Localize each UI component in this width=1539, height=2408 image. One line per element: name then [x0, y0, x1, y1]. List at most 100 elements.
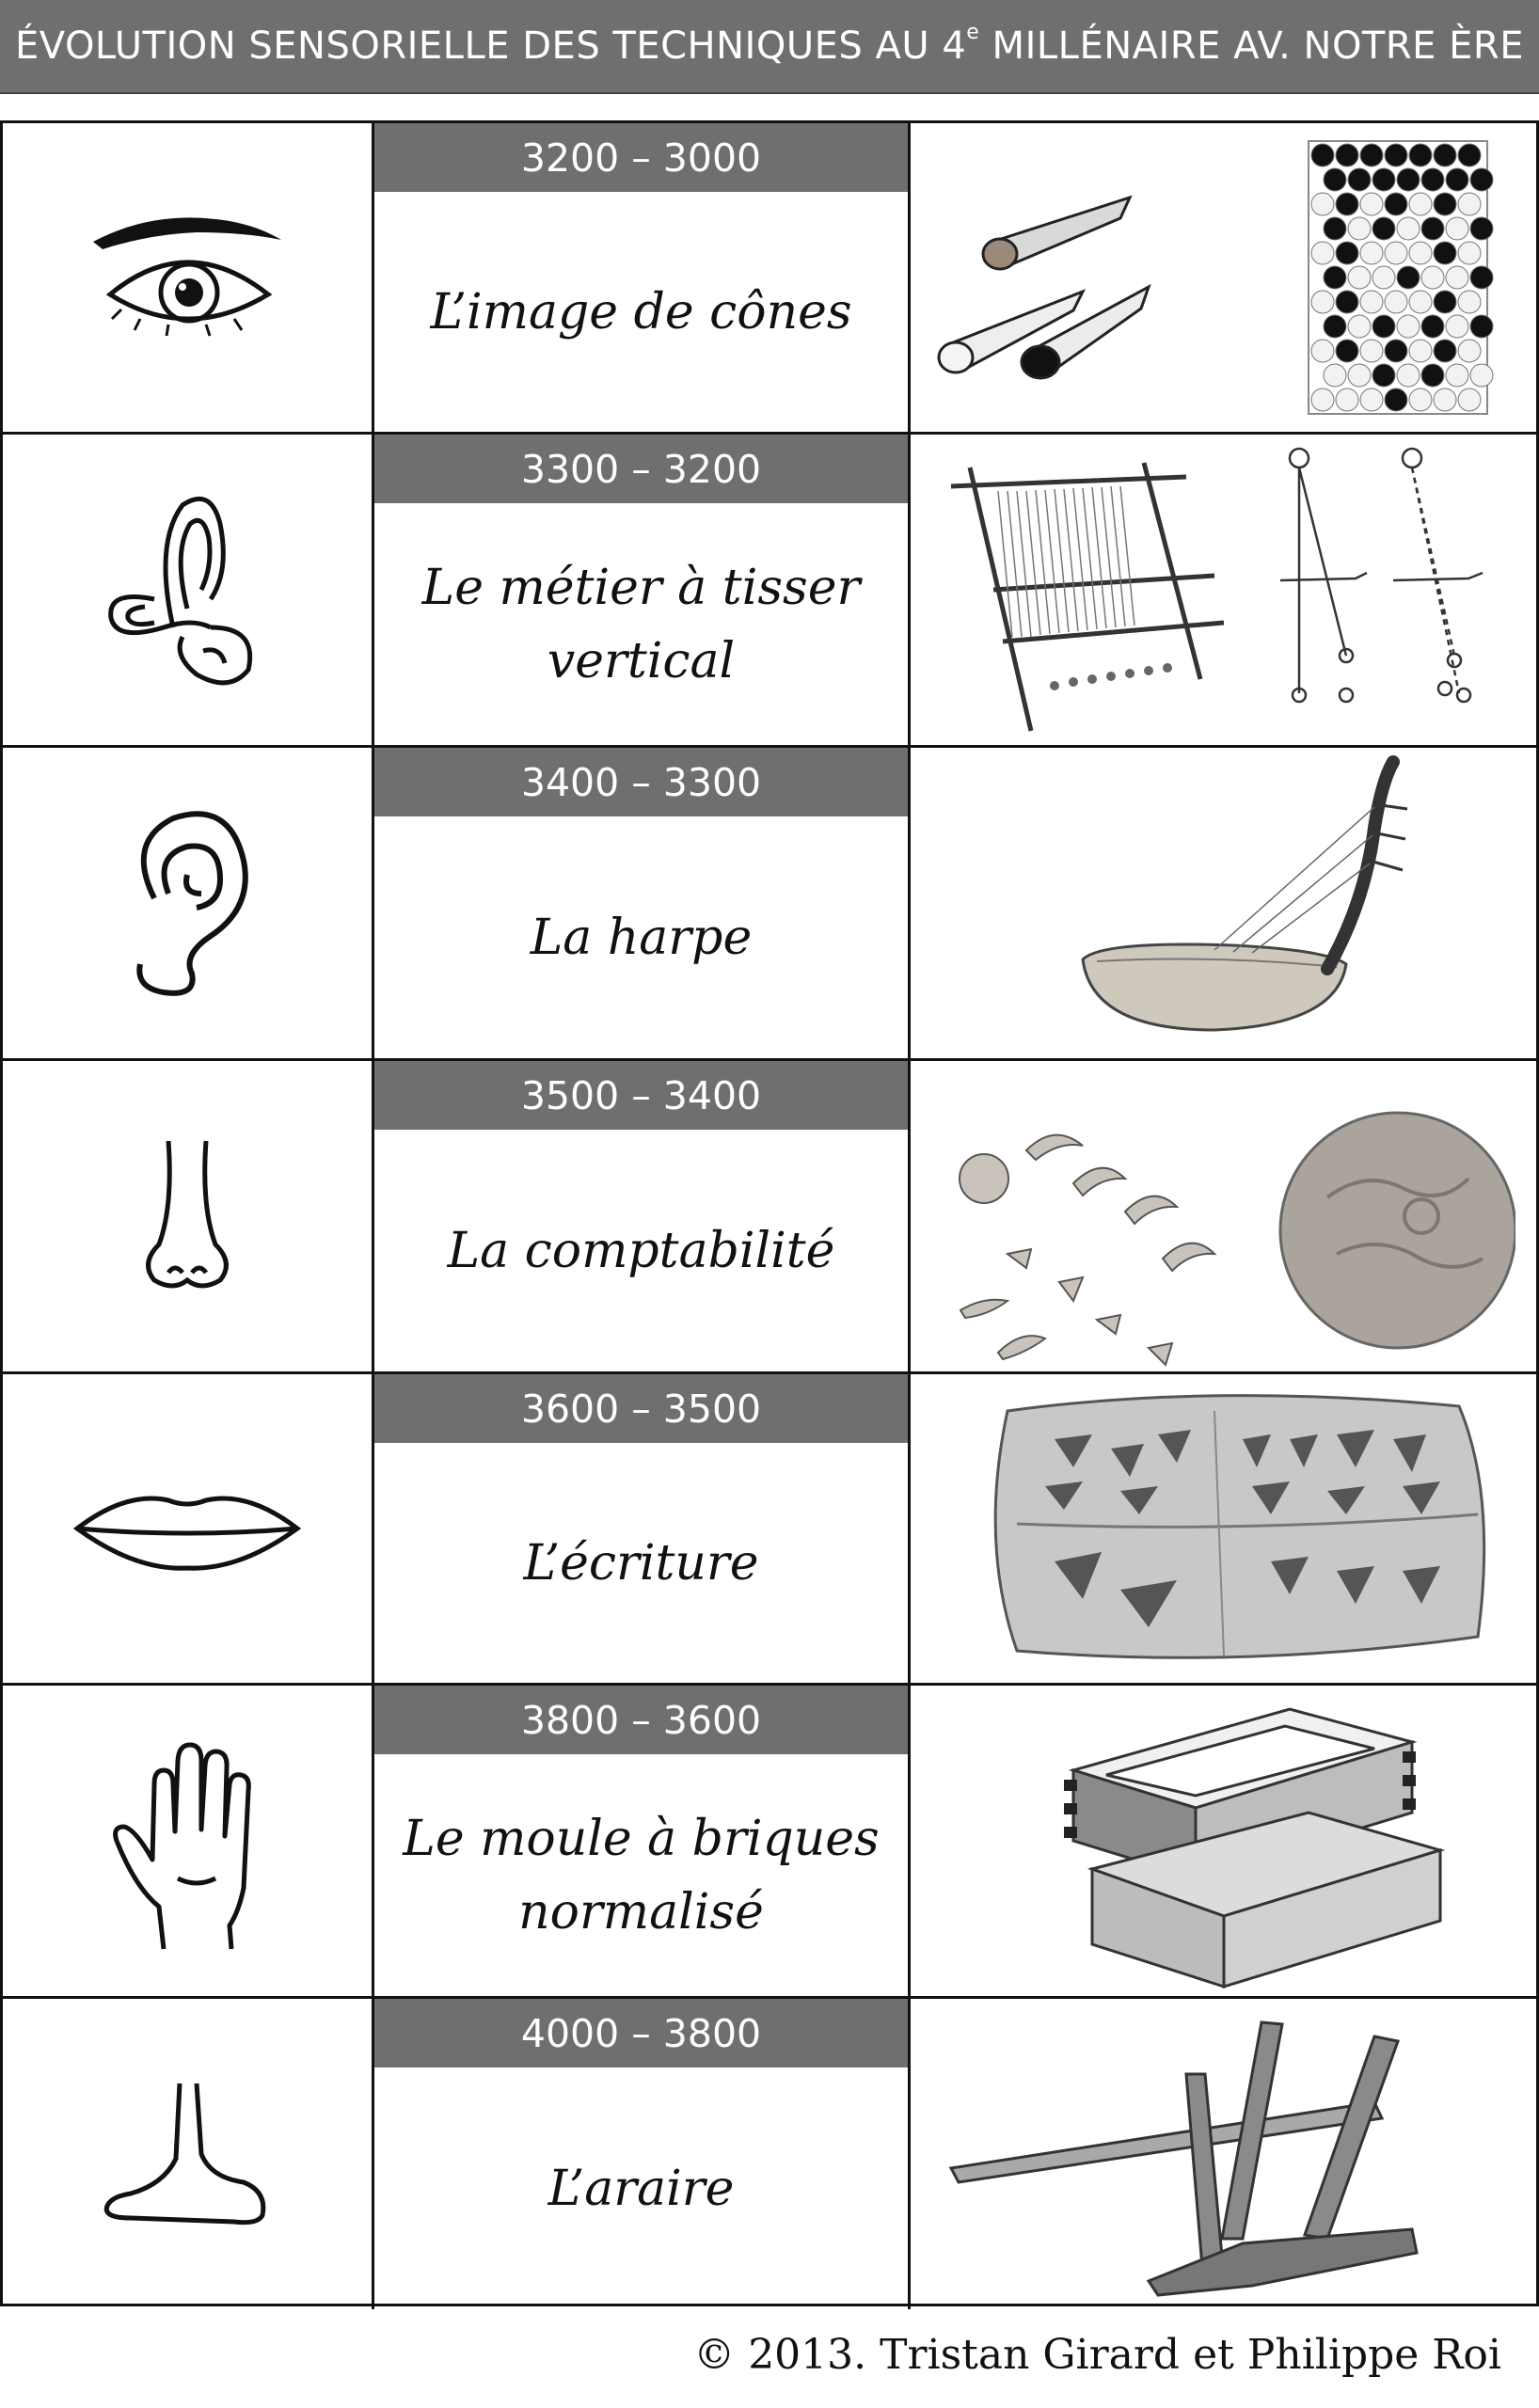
title-superscript: e — [966, 21, 980, 44]
mosaic-cone-head — [1335, 192, 1358, 216]
illustration-cell — [911, 1061, 1536, 1371]
mosaic-cone-head — [1372, 314, 1395, 339]
mosaic-cone-head — [1335, 339, 1358, 363]
page-title: ÉVOLUTION SENSORIELLE DES TECHNIQUES AU … — [15, 21, 1524, 68]
table-row: 3300 – 3200 Le métier à tisser vertical — [3, 435, 1536, 748]
title-main: ÉVOLUTION SENSORIELLE DES TECHNIQUES AU … — [15, 24, 967, 68]
harp-image — [1080, 755, 1407, 1032]
mosaic-cone-head — [1396, 167, 1420, 192]
mosaic-cone-head — [1433, 143, 1456, 167]
mosaic-cone-head — [1323, 314, 1346, 339]
mosaic-cone-head — [1359, 143, 1383, 167]
mosaic-cone-head — [1310, 339, 1334, 363]
mosaic-cone-head — [1323, 216, 1346, 241]
mosaic-cone-head — [1384, 290, 1407, 314]
mosaic-cone-head — [1420, 363, 1444, 388]
mosaic-cone-head — [1408, 143, 1432, 167]
ard-plough-image — [948, 2020, 1419, 2297]
mosaic-cone-head — [1408, 192, 1432, 216]
mosaic-cone-head — [1469, 314, 1493, 339]
mosaic-cone-head — [1347, 265, 1371, 290]
title-bar: ÉVOLUTION SENSORIELLE DES TECHNIQUES AU … — [0, 0, 1539, 94]
technique-label: Le métier à tisser vertical — [421, 559, 861, 689]
techniques-table: 3200 – 3000 L’image de cônes — [0, 120, 1539, 2309]
mosaic-cone-head — [1396, 363, 1420, 388]
mosaic-cone-head — [1384, 192, 1407, 216]
mosaic-cone-head — [1347, 363, 1371, 388]
mosaic-cone-head — [1396, 216, 1420, 241]
date-range: 3400 – 3300 — [374, 748, 908, 816]
mosaic-cone-head — [1335, 388, 1358, 412]
mouth-icon — [72, 1496, 302, 1571]
hand-icon — [113, 1742, 251, 1950]
technique-label: La comptabilité — [447, 1222, 835, 1279]
mosaic-cone-head — [1457, 192, 1481, 216]
date-range: 3200 – 3000 — [374, 123, 908, 192]
technique-label: L’image de cônes — [430, 283, 852, 341]
mosaic-cone-head — [1384, 388, 1407, 412]
eye-icon — [93, 217, 281, 337]
mosaic-cone-head — [1359, 241, 1383, 265]
date-range: 3800 – 3600 — [374, 1686, 908, 1754]
mosaic-cone-head — [1445, 265, 1468, 290]
brick-mold-image — [1063, 1707, 1445, 1989]
illustration-cell — [911, 1999, 1536, 2309]
mosaic-cone-head — [1384, 241, 1407, 265]
mosaic-cone-head — [1433, 192, 1456, 216]
title-tail: MILLÉNAIRE AV. NOTRE ÈRE — [979, 24, 1524, 68]
technique-cell: 4000 – 3800 L’araire — [374, 1999, 911, 2309]
technique-cell: 3600 – 3500 L’écriture — [374, 1374, 911, 1683]
technique-cell: 3500 – 3400 La comptabilité — [374, 1061, 911, 1371]
vertical-loom-image — [950, 447, 1483, 732]
illustration-cell — [911, 748, 1536, 1058]
mosaic-cone-head — [1359, 388, 1383, 412]
copyright-notice: © 2013. Tristan Girard et Philippe Roi — [693, 2331, 1501, 2379]
mosaic-cone-head — [1457, 388, 1481, 412]
mosaic-cone-head — [1433, 241, 1456, 265]
sense-cell — [3, 1686, 374, 1996]
mosaic-cone-head — [1384, 143, 1407, 167]
mosaic-cone-head — [1457, 143, 1481, 167]
mosaic-cone-head — [1457, 290, 1481, 314]
mosaic-cone-head — [1335, 241, 1358, 265]
mosaic-cone-head — [1347, 167, 1371, 192]
mosaic-cone-head — [1310, 192, 1334, 216]
technique-cell: 3800 – 3600 Le moule à briques normalisé — [374, 1686, 911, 1996]
mosaic-cone-head — [1469, 167, 1493, 192]
mosaic-cone-head — [1372, 167, 1395, 192]
mosaic-cone-head — [1457, 241, 1481, 265]
mosaic-cone-head — [1323, 265, 1346, 290]
ear-icon — [136, 811, 248, 996]
sense-cell — [3, 435, 374, 745]
table-row: 3500 – 3400 La comptabilité — [3, 1061, 1536, 1374]
technique-label: Le moule à briques normalisé — [403, 1810, 880, 1941]
mosaic-cone-head — [1384, 339, 1407, 363]
mosaic-cone-head — [1469, 363, 1493, 388]
foot-icon — [103, 2083, 266, 2226]
mosaic-cone-head — [1445, 363, 1468, 388]
technique-cell: 3200 – 3000 L’image de cônes — [374, 123, 911, 432]
date-range: 3600 – 3500 — [374, 1374, 908, 1443]
mosaic-cone-head — [1310, 241, 1334, 265]
illustration-cell — [911, 1374, 1536, 1683]
sense-cell — [3, 1061, 374, 1371]
sense-cell — [3, 1374, 374, 1683]
mosaic-cone-head — [1433, 339, 1456, 363]
mosaic-cone-head — [1310, 143, 1334, 167]
mosaic-cone-head — [1372, 363, 1395, 388]
mosaic-cone-head — [1359, 192, 1383, 216]
mosaic-cone-head — [1445, 314, 1468, 339]
mosaic-cone-head — [1433, 290, 1456, 314]
mosaic-cone-head — [1408, 241, 1432, 265]
mosaic-cone-head — [1335, 143, 1358, 167]
mosaic-cone-head — [1408, 388, 1432, 412]
mosaic-cone-head — [1359, 339, 1383, 363]
date-range: 3500 – 3400 — [374, 1061, 908, 1130]
mosaic-cone-head — [1347, 216, 1371, 241]
table-row: 3200 – 3000 L’image de cônes — [3, 123, 1536, 435]
mosaic-cone-head — [1347, 314, 1371, 339]
sense-cell — [3, 123, 374, 432]
mosaic-cone-head — [1359, 290, 1383, 314]
mosaic-cone-head — [1310, 388, 1334, 412]
clay-tokens-bulla-image — [958, 1111, 1515, 1367]
